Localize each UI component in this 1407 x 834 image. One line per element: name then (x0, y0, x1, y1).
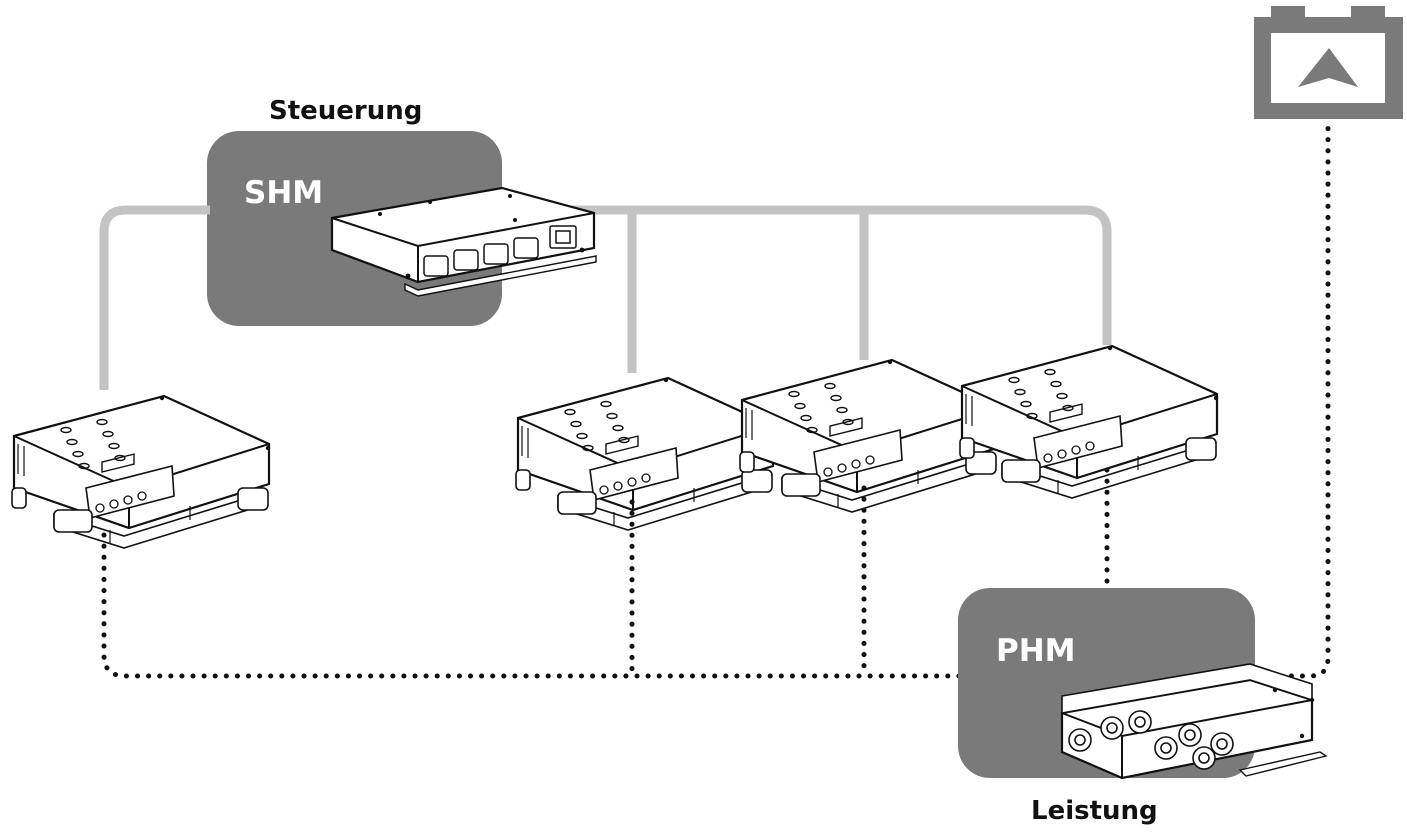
charger-device (738, 358, 1000, 514)
charger-device (10, 394, 272, 550)
control-label: Steuerung (269, 96, 422, 126)
power-label: Leistung (1031, 796, 1158, 826)
shm-label: SHM (244, 175, 323, 211)
shm-module-device (330, 186, 597, 297)
control-bus (99, 205, 1112, 390)
power-lines (101, 119, 1331, 679)
phm-module-device (1060, 663, 1328, 780)
charger-device (514, 376, 776, 532)
charger-device (958, 344, 1220, 500)
battery-icon (1254, 6, 1403, 119)
phm-label: PHM (996, 633, 1076, 669)
